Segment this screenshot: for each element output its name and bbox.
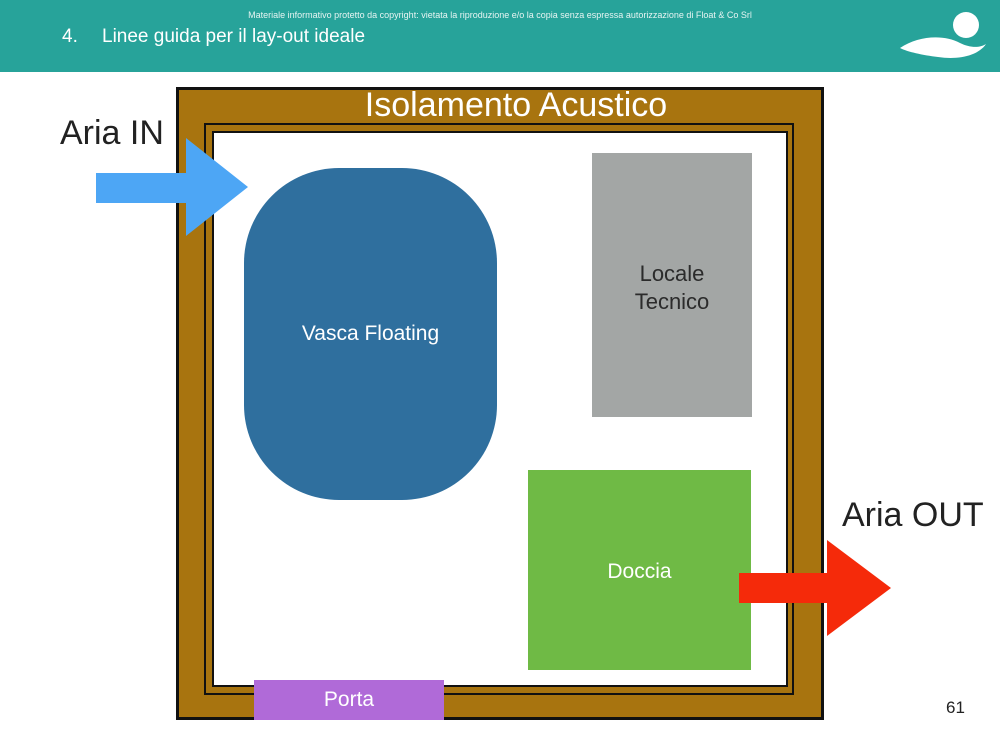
door: Porta bbox=[254, 680, 444, 720]
page-number: 61 bbox=[946, 698, 965, 717]
float-tank-label: Vasca Floating bbox=[301, 322, 440, 345]
copyright-notice: Materiale informativo protetto da copyri… bbox=[248, 10, 752, 20]
technical-room: Locale Tecnico bbox=[592, 153, 752, 417]
slide-header: Materiale informativo protetto da copyri… bbox=[0, 0, 1000, 72]
technical-room-label-line2: Tecnico bbox=[634, 289, 710, 314]
shower: Doccia bbox=[528, 470, 751, 670]
technical-room-label-line1: Locale bbox=[639, 261, 705, 286]
air-in-label: Aria IN bbox=[60, 114, 164, 152]
insulation-label: Isolamento Acustico bbox=[364, 86, 668, 124]
air-in-arrow-icon bbox=[96, 138, 248, 236]
air-out-arrow-icon bbox=[739, 540, 891, 636]
float-logo-icon bbox=[900, 12, 986, 58]
slide-title: 4. Linee guida per il lay-out ideale bbox=[62, 26, 365, 48]
shower-label: Doccia bbox=[607, 560, 672, 583]
float-tank: Vasca Floating bbox=[244, 168, 497, 500]
section-number: 4. bbox=[62, 26, 78, 47]
air-out-label: Aria OUT bbox=[842, 496, 984, 534]
section-title: Linee guida per il lay-out ideale bbox=[102, 26, 366, 47]
